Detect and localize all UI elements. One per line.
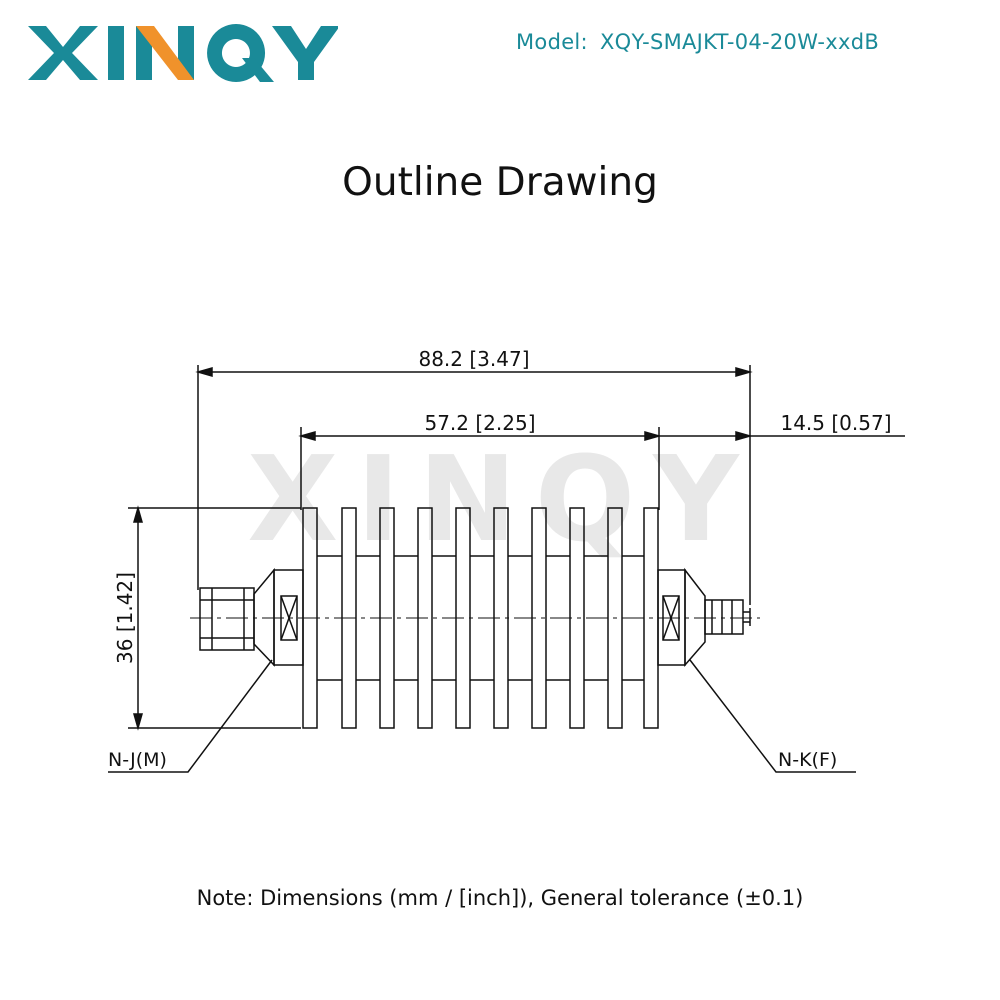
left-connector (199, 567, 304, 667)
left-connector-label: N-J(M) (108, 749, 167, 771)
dimension-note: Note: Dimensions (mm / [inch]), General … (196, 886, 804, 910)
model-label: Model: (516, 30, 588, 54)
dim-body (298, 427, 662, 510)
model-value: XQY-SMAJKT-04-20W-xxdB (599, 30, 880, 54)
dim-height-text: 36 [1.42] (113, 572, 137, 664)
left-leader (108, 659, 273, 773)
dim-height (128, 505, 301, 731)
dim-overall (195, 365, 753, 605)
dim-connector-text: 14.5 [0.57] (780, 411, 891, 435)
right-leader (689, 659, 856, 773)
dim-connector (659, 431, 905, 441)
model-line: Model: XQY-SMAJKT-04-20W-xxdB (516, 30, 879, 54)
dim-body-text: 57.2 [2.25] (424, 411, 535, 435)
dim-overall-text: 88.2 [3.47] (418, 347, 529, 371)
right-connector-label: N-K(F) (778, 749, 837, 771)
brand-logo (28, 24, 338, 82)
page-title: Outline Drawing (342, 160, 658, 205)
watermark-text: XINQY (247, 430, 756, 568)
